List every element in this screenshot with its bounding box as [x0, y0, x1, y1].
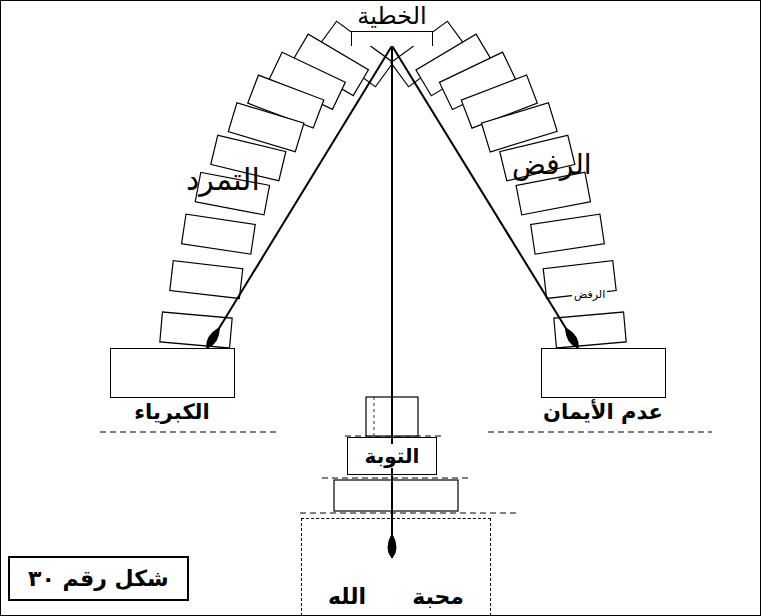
- arch-stone: [182, 214, 256, 254]
- base-stone-node: عدم الأيمان: [541, 348, 666, 425]
- plumb-line: [392, 46, 578, 348]
- plumb-line: [388, 46, 396, 558]
- dashed-step: [322, 478, 470, 479]
- region-label: الرفض: [512, 148, 591, 182]
- dashed-ground: [100, 432, 278, 433]
- guide-lines: [100, 432, 712, 513]
- base-stone: [110, 348, 235, 398]
- dashed-step: [300, 513, 520, 514]
- node-label: الكبرياء: [134, 400, 209, 425]
- region-label: التمرد: [186, 162, 260, 198]
- foundation-box: محبة الله: [301, 518, 491, 616]
- plumb-string: [391, 46, 393, 558]
- node-label: التوبة: [362, 444, 423, 468]
- foundation-node: محبة الله: [301, 518, 491, 616]
- plumb-bob: [388, 534, 396, 558]
- step-block-node: التوبة: [347, 437, 438, 475]
- node-label: عدم الأيمان: [543, 400, 663, 425]
- plumb-string: [392, 46, 578, 348]
- lower-step-block: [334, 480, 458, 511]
- arch-stone: [160, 312, 232, 348]
- region-label: الرفض: [572, 288, 607, 301]
- keystone: [351, 31, 433, 46]
- dashed-ground: [488, 432, 712, 433]
- node-label: الله: [328, 584, 366, 610]
- keystone-node: الخطية: [351, 2, 433, 46]
- base-stone-node: الكبرياء: [110, 348, 235, 425]
- figure-caption: شكل رقم ٣٠: [8, 556, 189, 601]
- block-edge: [374, 397, 375, 436]
- plumb-bob: [565, 328, 578, 348]
- node-label: الخطية: [357, 2, 426, 31]
- arch-stone: [554, 312, 626, 348]
- node-label: محبة: [412, 584, 464, 610]
- step-block: التوبة: [347, 437, 438, 475]
- plumb-bob: [207, 328, 220, 349]
- base-stone: [541, 348, 666, 398]
- arch-stone: [170, 261, 243, 299]
- arch-stone: [531, 214, 605, 254]
